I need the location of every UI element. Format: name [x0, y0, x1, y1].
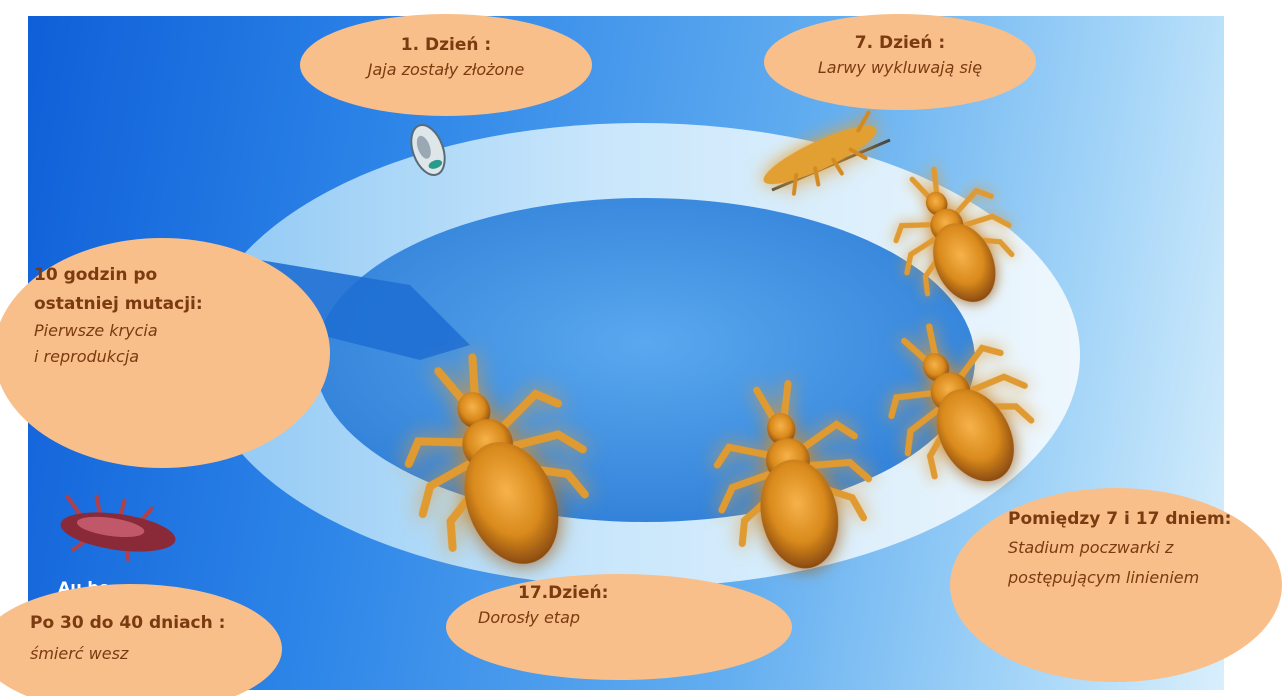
stage-nymph-text-line2: postępującym linieniem: [1008, 565, 1282, 591]
stage-death-title: Po 30 do 40 dniach :: [30, 612, 282, 635]
stage-mating-title-line1: 10 godzin po: [34, 264, 330, 287]
stage-day17-text: Dorosły etap: [478, 605, 792, 631]
cycle-ring: [200, 123, 1080, 587]
stage-mating-text-line1: Pierwsze krycia: [34, 318, 330, 344]
stage-nymph-text-line1: Stadium poczwarki z: [1008, 535, 1282, 561]
stage-day17-bubble: 17.Dzień: Dorosły etap: [446, 574, 792, 680]
stage-mating-text-line2: i reprodukcja: [34, 344, 330, 370]
stage-mating-title-line2: ostatniej mutacji:: [34, 293, 330, 316]
stage-day1-title: 1. Dzień :: [300, 34, 592, 57]
stage-death-text: śmierć wesz: [30, 641, 282, 667]
stage-day1-text: Jaja zostały złożone: [300, 57, 592, 83]
stage-nymph-title: Pomiędzy 7 i 17 dniem:: [1008, 508, 1282, 531]
stage-day7-bubble: 7. Dzień : Larwy wykluwają się: [764, 14, 1036, 110]
stage-day17-title: 17.Dzień:: [478, 582, 792, 605]
stage-day7-text: Larwy wykluwają się: [764, 55, 1036, 81]
stage-day7-title: 7. Dzień :: [764, 32, 1036, 55]
dead-louse-icon: [57, 492, 180, 566]
stage-mating-bubble: 10 godzin po ostatniej mutacji: Pierwsze…: [0, 238, 330, 468]
stage-nymph-bubble: Pomiędzy 7 i 17 dniem: Stadium poczwarki…: [950, 488, 1282, 682]
stage-day1-bubble: 1. Dzień : Jaja zostały złożone: [300, 14, 592, 116]
